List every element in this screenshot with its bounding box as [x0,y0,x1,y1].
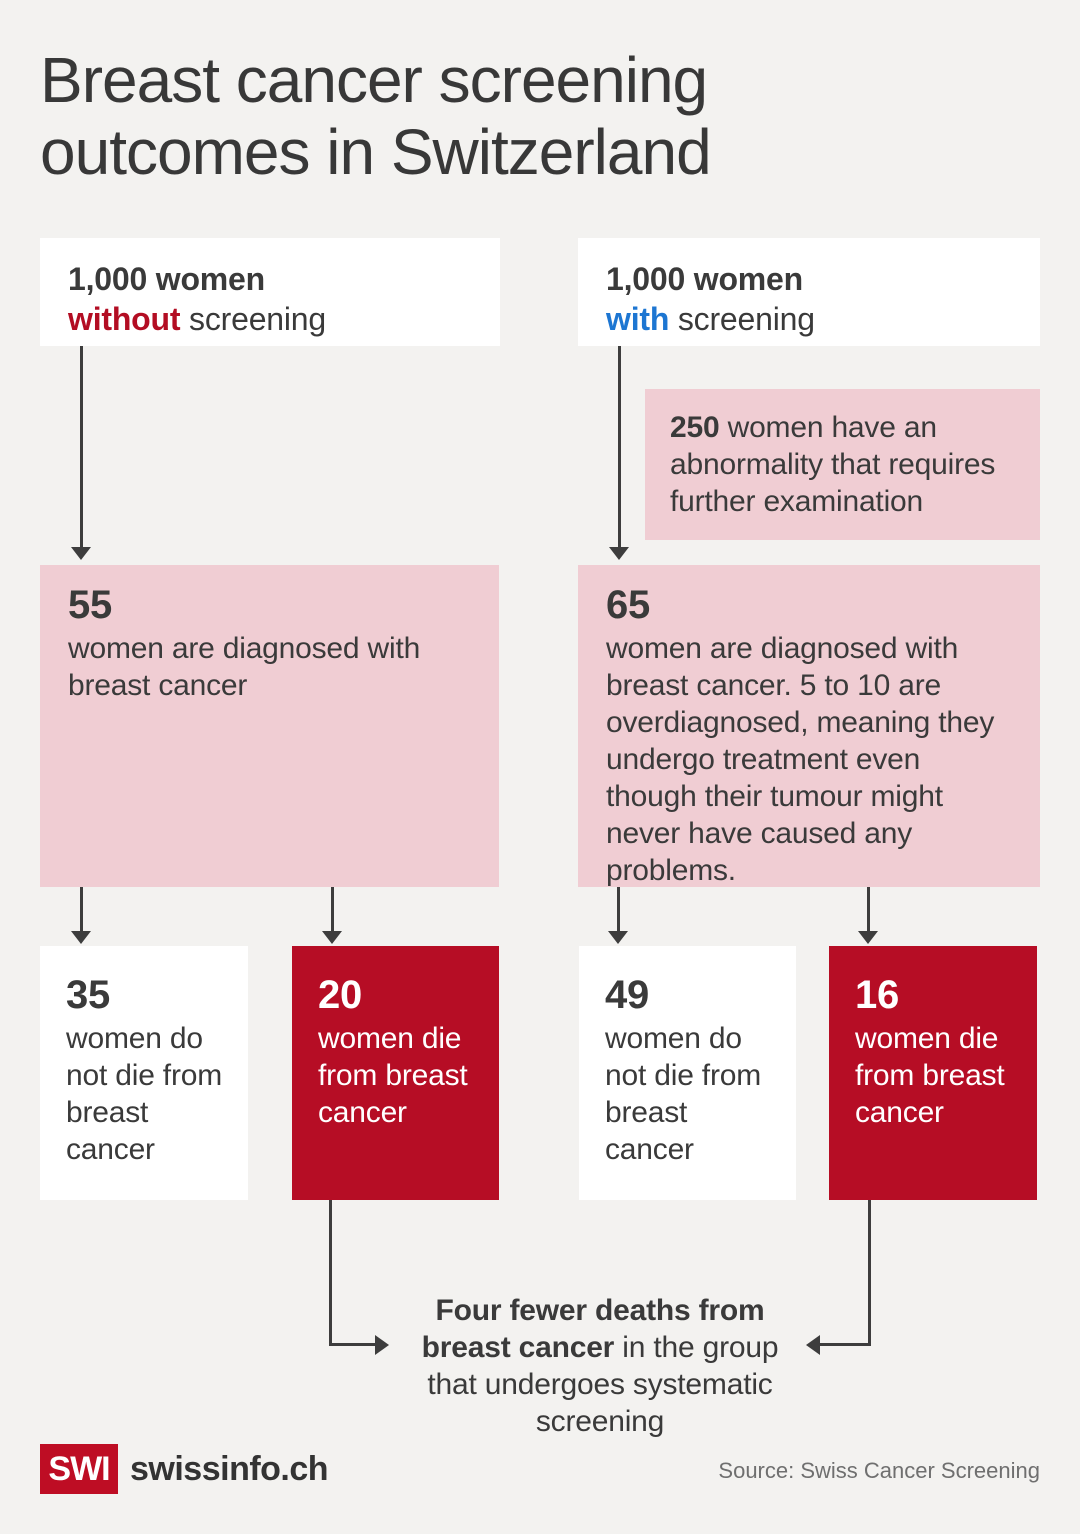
outcome-text: women do not die from breast cancer [66,1022,223,1166]
outcome-text: women do not die from breast cancer [605,1022,762,1166]
swi-logo: SWI [40,1444,118,1494]
header-count: 1,000 women [606,261,804,297]
header-label-rest: screening [669,301,815,337]
header-with-screening: 1,000 women with screening [578,238,1040,346]
abnormality-number: 250 [670,411,720,444]
outcome-number: 49 [605,973,650,1017]
arrow-down-icon [858,887,878,944]
header-label: with screening [606,299,1012,339]
abnormality-note: 250 women have an abnormality that requi… [645,389,1040,540]
header-count: 1,000 women [68,261,266,297]
outcome-die-without: 20 women die from breast cancer [292,946,499,1200]
diagnosed-number: 65 [606,583,651,627]
header-without-screening: 1,000 women without screening [40,238,500,346]
arrow-down-icon [609,346,629,560]
outcome-number: 35 [66,973,111,1017]
diagnosed-number: 55 [68,583,113,627]
connector-line [868,1200,871,1346]
diagnosed-box-with: 65 women are diagnosed with breast cance… [578,565,1040,887]
diagnosed-text: women are diagnosed with breast cancer [68,632,421,702]
arrow-down-icon [71,887,91,944]
conclusion-rest: in the group that undergoes systematic s… [427,1331,779,1438]
header-label: without screening [68,299,472,339]
conclusion-text: Four fewer deaths from breast cancer in … [400,1292,800,1440]
connector-line [820,1343,871,1346]
page-title: Breast cancer screening outcomes in Swit… [40,44,712,188]
diagnosed-box-without: 55 women are diagnosed with breast cance… [40,565,499,887]
diagnosed-text: women are diagnosed with breast cancer. … [606,632,995,887]
abnormality-text: women have an abnormality that requires … [670,411,996,518]
outcome-number: 16 [855,973,900,1017]
highlight-with: with [606,301,670,337]
connector-line [329,1343,375,1346]
arrow-down-icon [608,887,628,944]
conclusion-bold: Four fewer deaths from breast cancer [421,1294,765,1364]
arrow-down-icon [71,346,91,560]
outcome-text: women die from breast cancer [318,1022,468,1129]
connector-line [329,1200,332,1346]
outcome-number: 20 [318,973,363,1017]
highlight-without: without [68,301,181,337]
outcome-text: women die from breast cancer [855,1022,1005,1129]
arrow-left-icon [806,1334,820,1355]
outcome-not-die-with: 49 women do not die from breast cancer [579,946,796,1200]
swi-logo-text: SWI [48,1449,110,1488]
header-label-rest: screening [180,301,326,337]
arrow-down-icon [322,887,342,944]
outcome-not-die-without: 35 women do not die from breast cancer [40,946,248,1200]
source-credit: Source: Swiss Cancer Screening [718,1458,1040,1483]
outcome-die-with: 16 women die from breast cancer [829,946,1037,1200]
brand-swissinfo: swissinfo.ch [130,1449,329,1488]
arrow-right-icon [375,1334,389,1355]
